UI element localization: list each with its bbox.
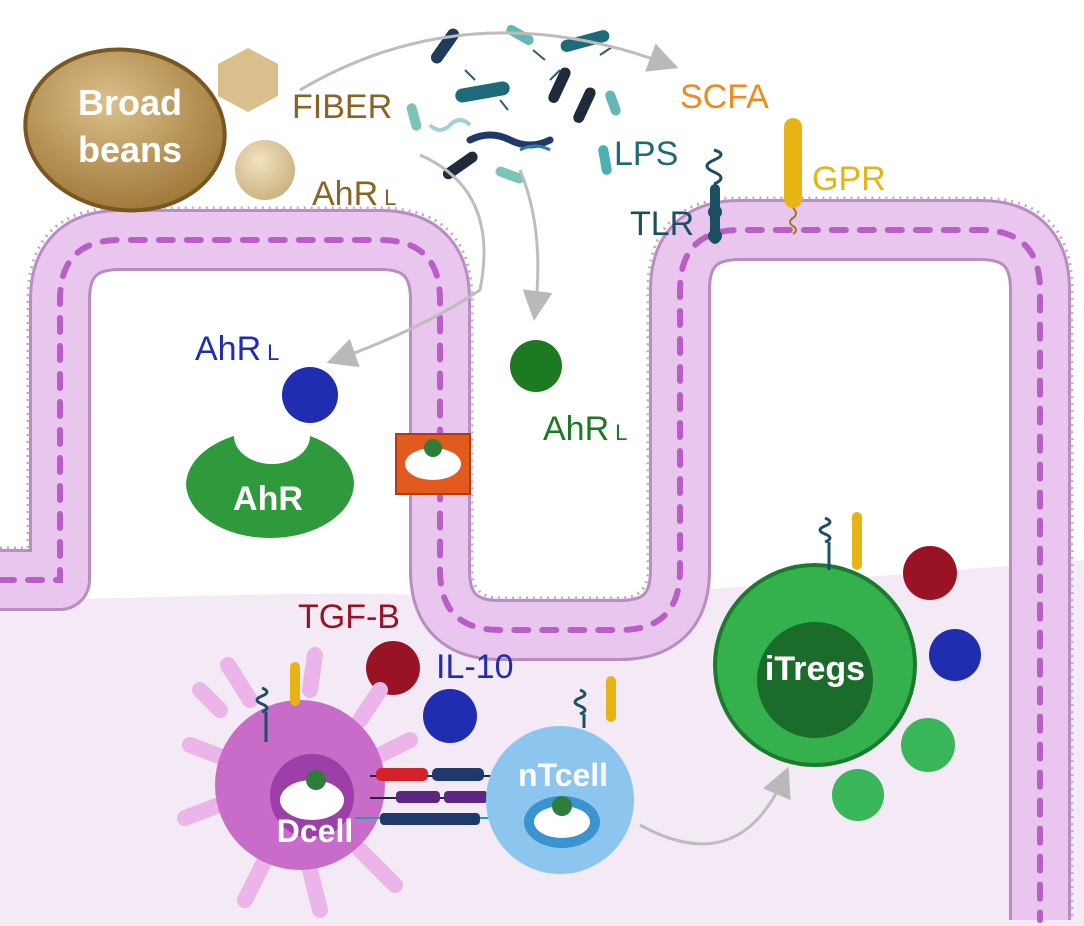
itregs-secreted-red (903, 546, 957, 600)
itregs-secreted-green1 (901, 718, 955, 772)
dendritic-cell: Dcell (177, 647, 418, 918)
synapse-connectors (355, 768, 505, 825)
bacteria-icon (573, 87, 596, 123)
hexagon-icon (218, 48, 278, 112)
tlr-receptor-icon (705, 148, 723, 244)
naive-t-cell: nTcell (486, 726, 634, 874)
ahrl-blue-main: AhR (195, 330, 261, 368)
bacteria-icon (455, 81, 510, 103)
lps-label: LPS (614, 135, 678, 173)
bacteria-cluster (406, 25, 621, 184)
bacteria-icon (598, 145, 612, 175)
ahr-receptor-icon (186, 436, 354, 538)
ntcell-gpr-icon (606, 676, 616, 722)
bacteria-icon (506, 25, 534, 45)
epithelial-cell-icon (395, 433, 471, 495)
ahrl-blue-sub: L (267, 340, 279, 365)
itregs-cell: iTregs (713, 563, 917, 767)
tgfb-label: TGF-B (298, 598, 400, 636)
dcell-gpr-icon (290, 662, 300, 706)
ahr-ligand-green (510, 340, 562, 392)
itregs-label: iTregs (765, 650, 865, 688)
bacteria-icon (548, 67, 571, 103)
bacteria-icon (430, 28, 460, 64)
broad-label: Broad (78, 82, 182, 123)
itregs-secreted-green2 (832, 769, 884, 821)
scfa-label: SCFA (680, 78, 769, 116)
ahr-receptor-label: AhR (233, 480, 303, 518)
ntcell-label: nTcell (518, 757, 608, 793)
ahrl-brown-sub: L (384, 185, 396, 210)
dcell-label: Dcell (277, 813, 353, 849)
gpr-receptor-icon (784, 118, 802, 208)
il10-molecule (423, 689, 477, 743)
bacteria-icon (495, 166, 525, 184)
gpr-label: GPR (812, 160, 886, 198)
il10-label: IL-10 (436, 648, 514, 686)
tgfb-molecule (366, 641, 420, 695)
bacteria-icon (605, 90, 621, 116)
beans-label: beans (78, 129, 182, 170)
ahrl-green-main: AhR (543, 410, 609, 448)
bacteria-icon (442, 151, 478, 180)
bean-icon (23, 47, 227, 213)
sphere-icon (235, 140, 295, 200)
itregs-secreted-blue (929, 629, 981, 681)
itregs-gpr-icon (852, 512, 862, 570)
fiber-label: FIBER (292, 88, 392, 126)
ahrl-brown-main: AhR (312, 175, 378, 213)
tlr-label: TLR (630, 205, 694, 243)
ahrl-green-sub: L (615, 420, 627, 445)
bacteria-icon (406, 103, 422, 131)
nuclei-row (0, 227, 1043, 923)
ahr-ligand-blue (282, 367, 338, 423)
